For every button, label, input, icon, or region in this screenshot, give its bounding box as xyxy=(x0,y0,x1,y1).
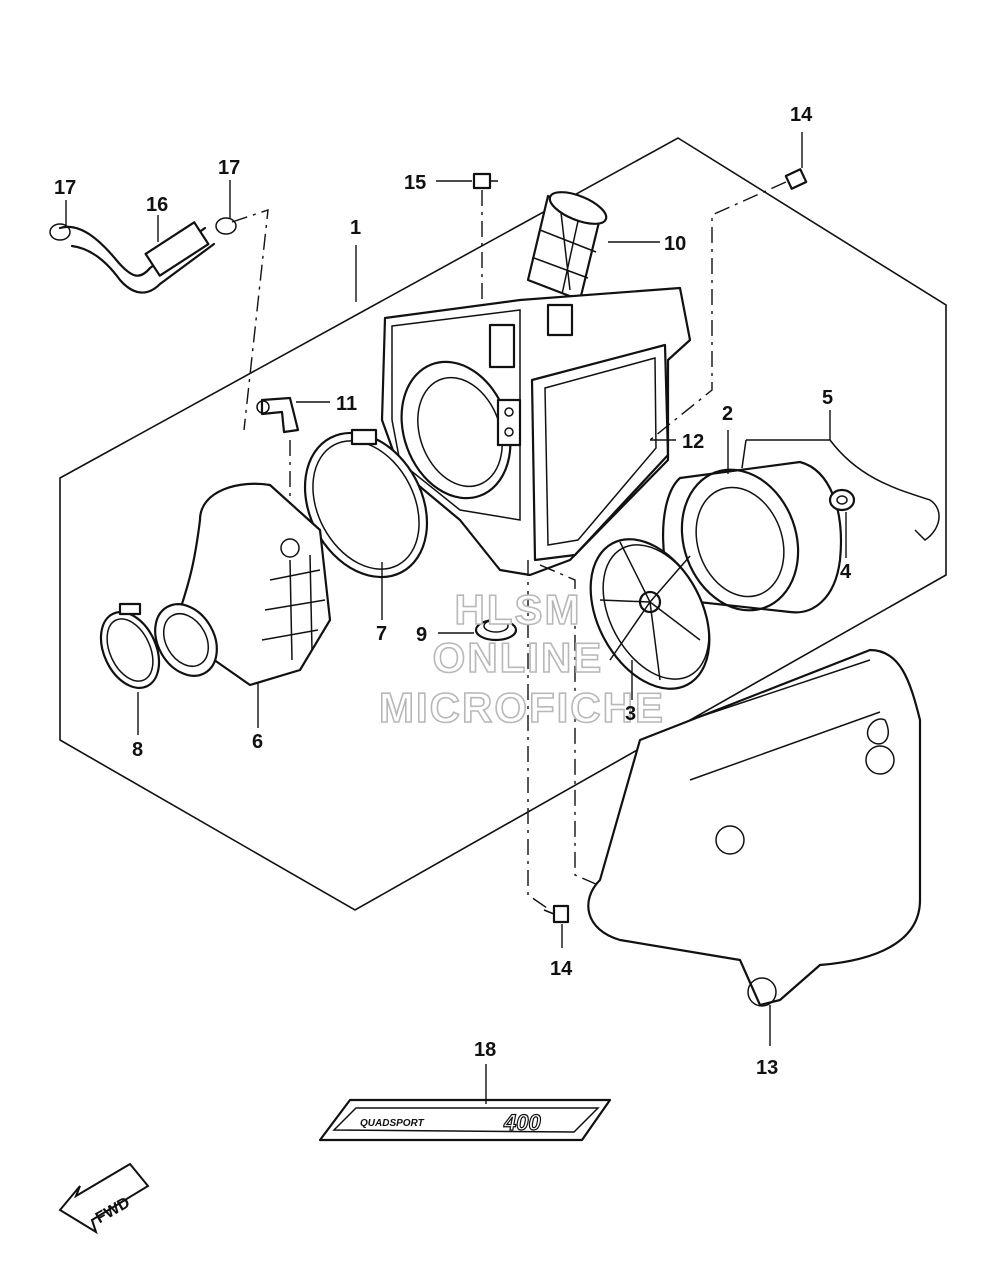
callout-8: 8 xyxy=(132,739,143,761)
grommet-9 xyxy=(474,618,518,642)
decal-text: QUADSPORT xyxy=(360,1118,425,1129)
callout-9: 9 xyxy=(416,624,427,646)
washer-4 xyxy=(828,488,856,512)
bolt-14-upper xyxy=(784,168,808,190)
callout-1: 1 xyxy=(350,217,361,239)
watermark-line2: ONLINE xyxy=(433,634,604,681)
callout-7: 7 xyxy=(376,623,387,645)
bolt-15 xyxy=(472,172,498,190)
clamp-ring-7 xyxy=(303,428,429,579)
callout-17-left: 17 xyxy=(54,177,76,199)
bolt-14-lower xyxy=(543,904,570,924)
assembly-frame xyxy=(59,137,947,911)
decal: QUADSPORT 400 xyxy=(318,1098,612,1142)
callout-5: 5 xyxy=(822,387,833,409)
watermark-line3: MICROFICHE xyxy=(379,684,665,731)
side-cover xyxy=(587,648,922,1007)
callout-12: 12 xyxy=(682,431,704,453)
intake-boot xyxy=(154,482,332,687)
decal-number: 400 xyxy=(503,1110,541,1135)
elbow-joint xyxy=(256,396,300,434)
callout-15: 15 xyxy=(404,172,426,194)
clamp-8 xyxy=(99,602,161,689)
breather-hose xyxy=(49,217,237,294)
filter-cage xyxy=(589,538,711,690)
callout-3: 3 xyxy=(625,703,636,725)
callout-10: 10 xyxy=(664,233,686,255)
fwd-arrow-icon: FWD xyxy=(58,1162,150,1235)
air-cleaner-case xyxy=(380,286,692,577)
callout-16: 16 xyxy=(146,194,168,216)
callout-18: 18 xyxy=(474,1039,496,1061)
callout-2: 2 xyxy=(722,403,733,425)
callout-17-right: 17 xyxy=(218,157,240,179)
callout-13: 13 xyxy=(756,1057,778,1079)
callout-14-lower: 14 xyxy=(550,958,573,980)
callout-11: 11 xyxy=(336,393,357,415)
watermark-line1: HLSM xyxy=(455,586,582,633)
callout-6: 6 xyxy=(252,731,263,753)
callout-14-upper: 14 xyxy=(790,104,813,126)
intake-funnel xyxy=(526,191,608,302)
wire-clip xyxy=(741,439,940,541)
callout-4: 4 xyxy=(840,561,852,583)
filter-element xyxy=(662,460,842,614)
